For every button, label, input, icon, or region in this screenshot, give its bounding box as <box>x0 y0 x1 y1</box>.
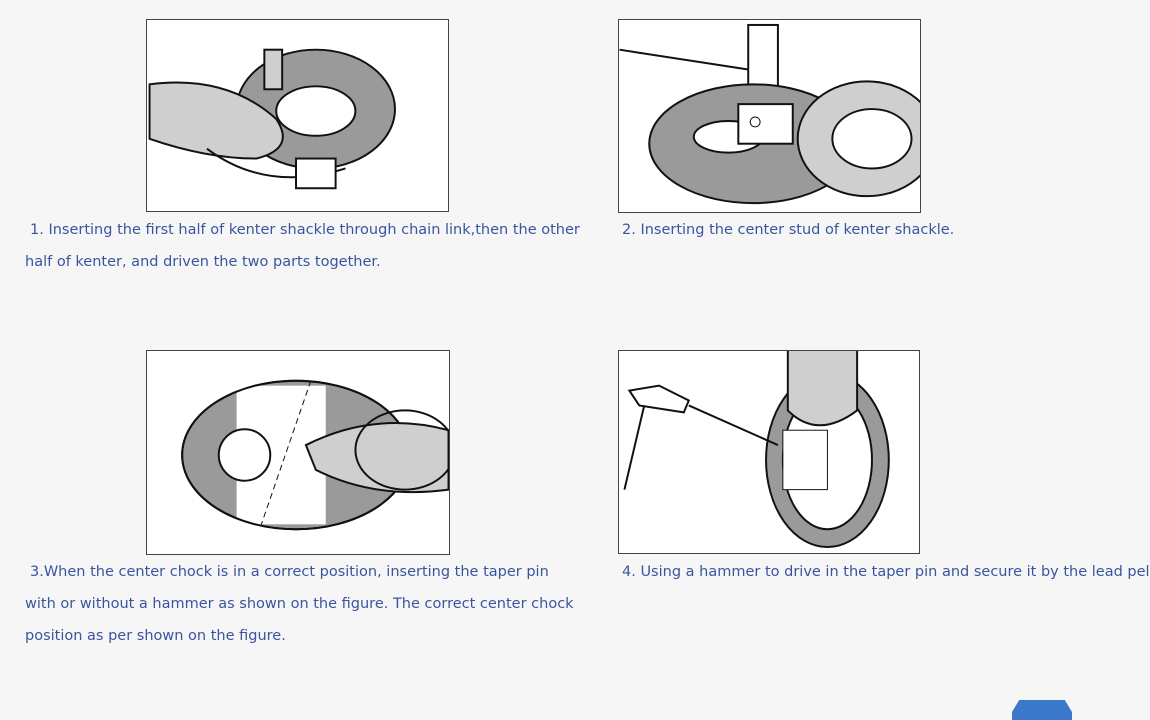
step-4-caption: 4. Using a hammer to drive in the taper … <box>616 556 1150 588</box>
back-to-top-button[interactable] <box>1012 700 1072 720</box>
step-1-caption: 1. Inserting the first half of kenter sh… <box>25 214 585 278</box>
caption-text: 2. Inserting the center stud of kenter s… <box>622 222 955 238</box>
step-4-illustration <box>618 350 920 554</box>
caption-text: 1. Inserting the first half of kenter sh… <box>25 222 580 270</box>
step-1-illustration <box>146 19 449 212</box>
step-3-illustration <box>146 350 450 555</box>
step-2-illustration <box>618 19 921 213</box>
caption-text: 3.When the center chock is in a correct … <box>25 564 574 644</box>
step-2-caption: 2. Inserting the center stud of kenter s… <box>622 214 1142 246</box>
caption-text: 4. Using a hammer to drive in the taper … <box>622 564 1150 580</box>
step-3-caption: 3.When the center chock is in a correct … <box>25 556 575 652</box>
